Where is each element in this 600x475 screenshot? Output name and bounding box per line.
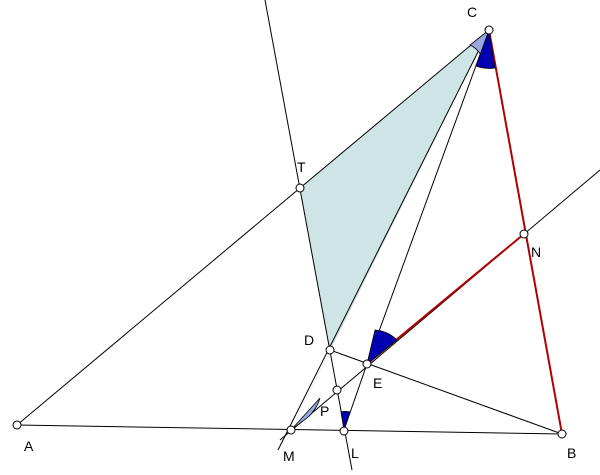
point-m (286, 425, 296, 435)
angle-marker-c-dark (475, 29, 496, 69)
line-at-extended (16, 187, 301, 426)
line-tc (299, 29, 490, 189)
shaded-quadrilateral-tcdm (291, 30, 489, 430)
label-a: A (24, 438, 34, 454)
point-c (484, 25, 494, 35)
label-d: D (304, 332, 314, 348)
point-a (12, 420, 22, 430)
point-e (362, 359, 372, 369)
label-b: B (567, 445, 576, 461)
line-c-e (366, 29, 490, 365)
label-t: T (297, 159, 306, 175)
line-m-n-extended (279, 169, 600, 441)
point-d (325, 345, 335, 355)
angle-marker-l (340, 411, 351, 431)
point-l (339, 426, 349, 436)
label-e: E (373, 375, 382, 391)
angle-marker-m (290, 397, 321, 431)
angle-marker-e (366, 329, 398, 366)
label-p: P (320, 403, 329, 419)
point-b (557, 429, 567, 439)
label-c: C (467, 4, 477, 20)
point-p (332, 385, 342, 395)
label-n: N (531, 244, 541, 260)
point-n (519, 229, 529, 239)
label-l: L (351, 445, 359, 461)
point-t (295, 183, 305, 193)
label-m: M (283, 448, 295, 464)
line-c-d-m (277, 29, 490, 451)
